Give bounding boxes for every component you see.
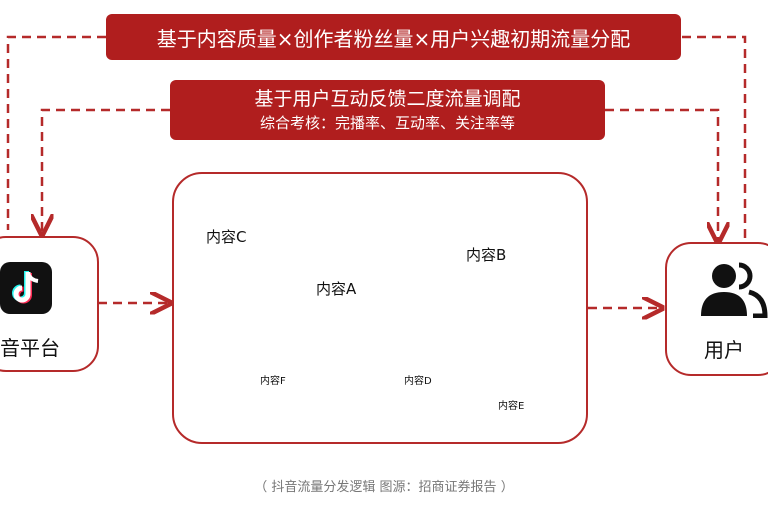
inner-loop-line-left — [42, 108, 170, 232]
content-item-a: 内容A — [316, 280, 357, 298]
outer-loop-line — [681, 35, 747, 238]
inner-loop-line-right — [605, 108, 718, 240]
users-icon — [701, 262, 768, 318]
tiktok-logo-icon — [0, 262, 52, 314]
platform-label: 音平台 — [0, 336, 60, 360]
content-item-b: 内容B — [466, 246, 507, 264]
content-item-c: 内容C — [206, 228, 247, 246]
secondary-traffic-banner: 基于用户互动反馈二度流量调配 综合考核：完播率、互动率、关注率等 — [170, 80, 605, 140]
initial-traffic-banner: 基于内容质量×创作者粉丝量×用户兴趣初期流量分配 — [106, 14, 681, 60]
source-caption: （ 抖音流量分发逻辑 图源：招商证券报告 ） — [254, 480, 514, 495]
content-item-d: 内容D — [404, 376, 432, 387]
content-item-f: 内容F — [260, 376, 286, 387]
secondary-traffic-criteria: 综合考核：完播率、互动率、关注率等 — [259, 114, 515, 132]
outer-loop-line-left — [6, 35, 106, 230]
content-item-e: 内容E — [498, 401, 525, 412]
initial-traffic-text: 基于内容质量×创作者粉丝量×用户兴趣初期流量分配 — [156, 26, 631, 51]
user-label: 用户 — [704, 338, 744, 362]
secondary-traffic-title: 基于用户互动反馈二度流量调配 — [254, 88, 521, 110]
content-pool — [172, 172, 588, 444]
